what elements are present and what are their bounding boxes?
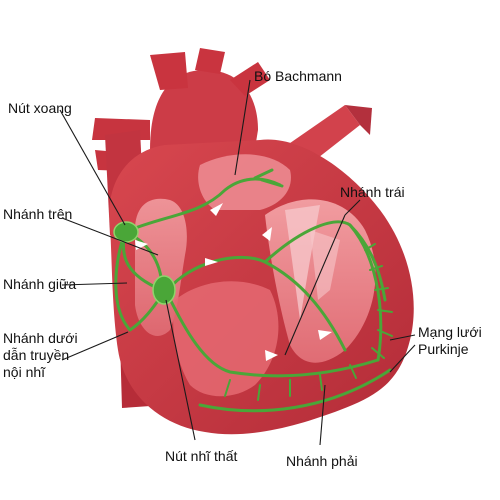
- label-right-branch: Nhánh phải: [286, 453, 358, 469]
- right-atrium-chamber: [135, 198, 187, 336]
- label-lower-branch: Nhánh dưới dẫn truyền nội nhĩ: [3, 330, 78, 381]
- leader-middle-branch: [61, 282, 128, 286]
- label-middle-branch: Nhánh giữa: [3, 276, 77, 292]
- leader-lower-branch: [61, 331, 129, 361]
- leader-left-branch: [344, 199, 361, 216]
- leader-left-to-bundle: [284, 214, 346, 356]
- purkinje-fiber: [349, 364, 357, 379]
- bachmann-fork-2: [260, 178, 284, 188]
- label-purkinje-network: Mạng lưới Purkinje: [418, 324, 482, 358]
- purkinje-fiber: [364, 243, 376, 251]
- leader-right-branch: [319, 384, 326, 446]
- leader-bachmann: [234, 79, 251, 176]
- label-purkinje-line-2: Purkinje: [418, 341, 469, 357]
- leader-purkinje-2: [389, 344, 416, 373]
- flow-arrow: [265, 350, 278, 361]
- aorta-branch-1: [150, 52, 188, 90]
- purkinje-fiber: [319, 374, 323, 391]
- leader-upper-branch: [61, 217, 159, 256]
- purkinje-fiber: [224, 379, 231, 397]
- av-node: [152, 275, 176, 305]
- leader-lines: [59, 79, 416, 446]
- leader-purkinje-1: [389, 334, 416, 341]
- label-sa-node: Nút xoang: [8, 100, 72, 116]
- right-ventricle-chamber: [173, 281, 279, 397]
- purkinje-fiber: [371, 347, 385, 359]
- right-bundle-branch: [166, 293, 380, 378]
- leader-av-node: [165, 299, 196, 441]
- label-av-node: Nút nhĩ thất: [165, 448, 238, 464]
- label-left-branch: Nhánh trái: [340, 184, 405, 200]
- label-purkinje-line-1: Mạng lưới: [418, 324, 482, 340]
- label-upper-branch: Nhánh trên: [3, 206, 73, 222]
- label-lower-branch-line-2: dẫn truyền: [3, 347, 70, 363]
- purkinje-fiber: [377, 309, 393, 313]
- purkinje-right: [348, 223, 387, 302]
- purkinje-fiber: [257, 384, 261, 401]
- flow-arrow: [210, 203, 223, 216]
- bachmann-fork-1: [253, 168, 274, 180]
- aorta-branch-3: [230, 62, 270, 96]
- purkinje-lower: [198, 368, 392, 413]
- purkinje-fiber: [369, 265, 383, 271]
- label-lower-branch-line-1: Nhánh dưới: [3, 330, 78, 346]
- internodal-lower: [114, 230, 164, 332]
- leader-sa-node: [59, 109, 126, 226]
- flow-arrow: [205, 258, 218, 266]
- purkinje-fibers: [224, 243, 393, 401]
- aorta-branch-2: [195, 48, 225, 74]
- label-lower-branch-line-3: nội nhĩ: [3, 364, 46, 380]
- pulmonary-artery-right-tip: [345, 105, 372, 135]
- flow-arrow: [262, 227, 272, 241]
- sa-node: [113, 221, 139, 243]
- flow-arrow: [318, 330, 332, 340]
- bachmann-bundle-path: [123, 177, 282, 234]
- papillary-muscle: [310, 230, 340, 300]
- purkinje-fiber: [377, 329, 393, 337]
- purkinje-fiber: [374, 287, 389, 291]
- left-atrium-chamber: [198, 154, 291, 210]
- label-bachmann-bundle: Bó Bachmann: [254, 68, 342, 84]
